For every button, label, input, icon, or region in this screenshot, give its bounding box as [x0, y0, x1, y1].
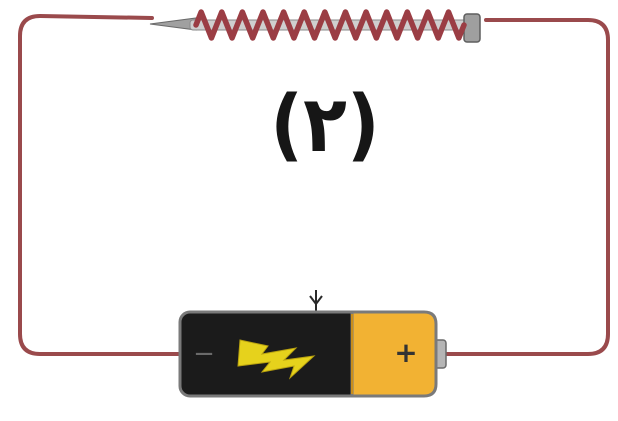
circuit-wire: [18, 13, 610, 356]
lightning-icon: [237, 339, 316, 380]
battery-negative-mark: −: [193, 339, 215, 369]
battery-positive-mark: +: [394, 336, 417, 369]
resistor-coil-icon: [149, 9, 481, 43]
figure-label: (٢): [270, 80, 380, 170]
current-arrow-icon: [309, 290, 323, 312]
battery-icon: − +: [178, 310, 447, 398]
